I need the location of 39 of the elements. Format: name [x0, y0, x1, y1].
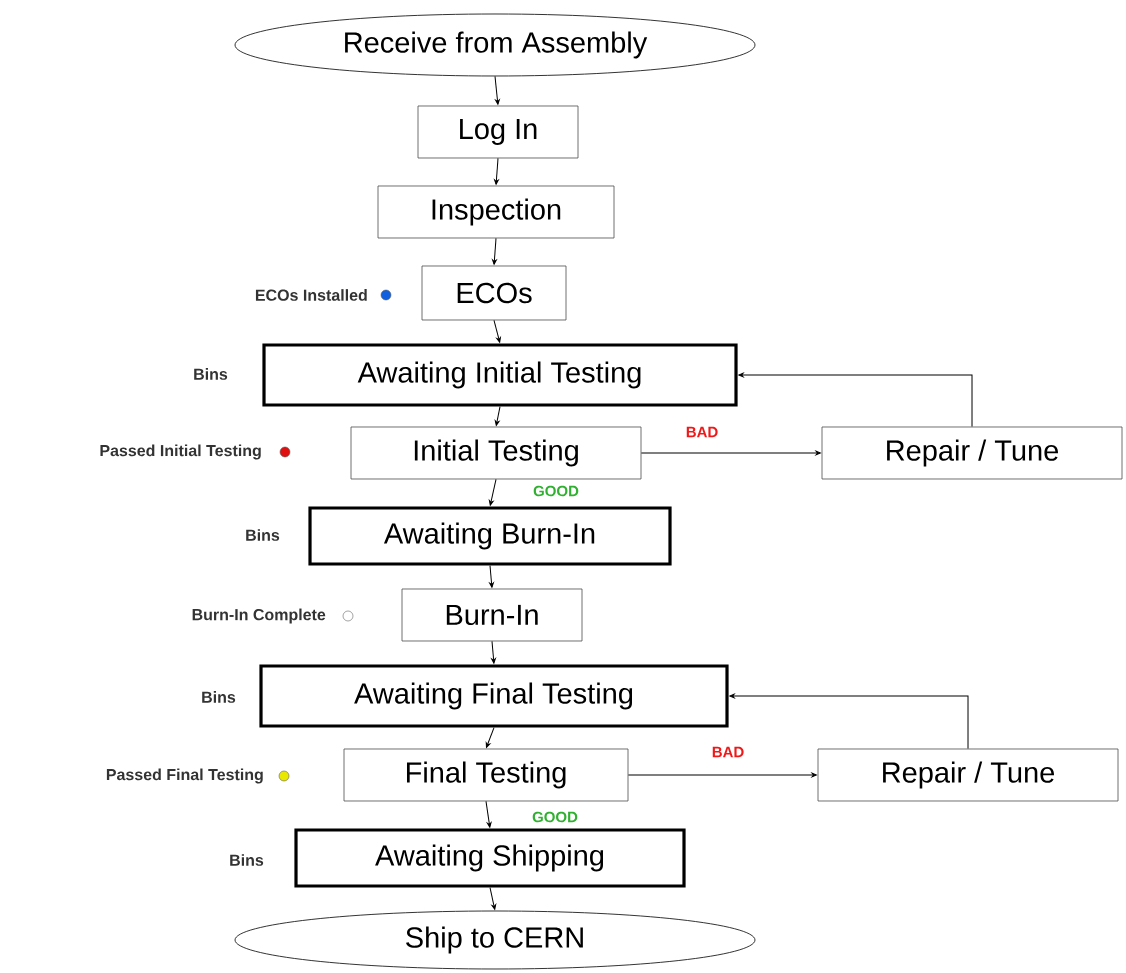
process-box: Inspection	[377, 185, 615, 239]
process-box: Initial Testing	[350, 426, 642, 480]
arrow	[494, 157, 499, 185]
arrow	[489, 887, 497, 910]
arrow	[485, 727, 495, 748]
process-box: Awaiting Final Testing	[259, 664, 729, 728]
arrow	[494, 75, 500, 105]
edge-label: BAD	[684, 425, 720, 439]
arrow	[491, 640, 496, 664]
arrow	[738, 372, 973, 428]
process-box: Burn-In	[401, 588, 583, 642]
process-box: Repair / Tune	[817, 748, 1119, 802]
side-note: Bins	[194, 368, 228, 380]
edge-label: BAD	[710, 745, 746, 759]
side-note: ECOs Installed	[255, 289, 367, 301]
arrow	[488, 478, 497, 506]
side-note: Bins	[246, 529, 280, 541]
arrow	[494, 406, 501, 426]
side-note: Bins	[230, 854, 264, 866]
side-note: Bins	[202, 691, 236, 703]
process-box: Repair / Tune	[821, 426, 1123, 480]
arrow	[493, 319, 501, 343]
process-box: Awaiting Shipping	[294, 828, 686, 888]
process-box: Log In	[417, 105, 579, 159]
process-box: Awaiting Burn-In	[308, 506, 672, 566]
arrow	[492, 237, 497, 265]
process-box: Final Testing	[343, 748, 629, 802]
side-note: Burn-In Complete	[192, 608, 326, 624]
side-note: Passed Final Testing	[106, 768, 263, 784]
arrow	[627, 772, 817, 778]
arrow	[485, 800, 492, 828]
edge-label: GOOD	[532, 484, 580, 498]
side-note: Passed Initial Testing	[100, 444, 261, 460]
edge-label: GOOD	[531, 810, 579, 824]
arrow	[640, 450, 821, 456]
process-box: ECOs	[421, 265, 567, 321]
process-box: Awaiting Initial Testing	[262, 343, 738, 407]
arrow	[729, 693, 969, 750]
arrow	[489, 565, 494, 588]
